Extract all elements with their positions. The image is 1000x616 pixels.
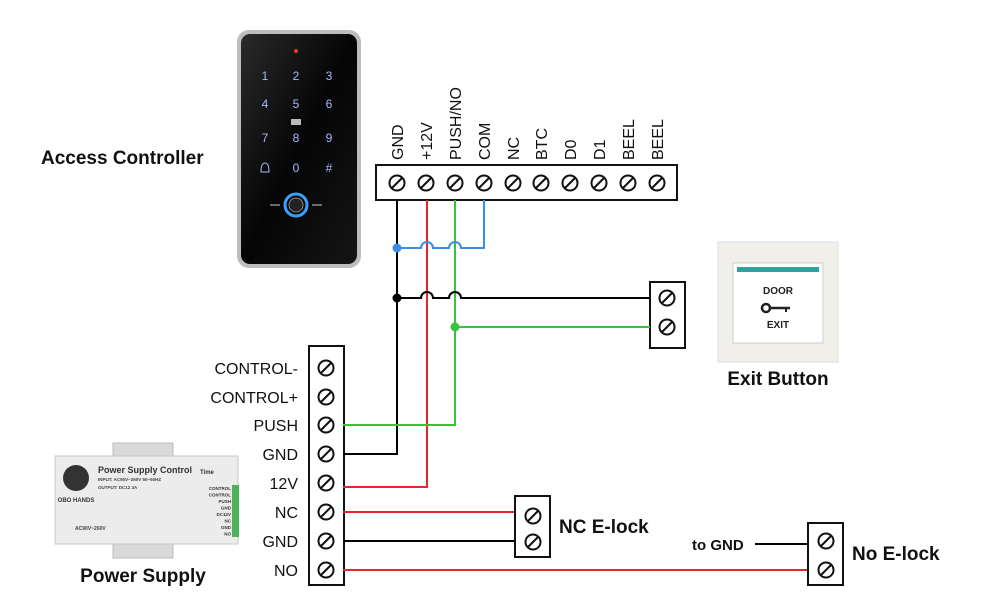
device-terminal-text: CONTROL — [209, 486, 231, 491]
exit-button-device: DOOR EXIT — [717, 241, 839, 363]
device-brand-text: OBO HANDS — [58, 498, 95, 504]
terminal-label: BEEL — [650, 119, 667, 160]
brand-hand-logo — [63, 465, 89, 491]
to-gnd-note: to GND — [692, 537, 744, 554]
keypad-key: 3 — [326, 69, 333, 83]
device-terminal-text: GND — [221, 525, 232, 530]
keypad-key: 8 — [293, 131, 300, 145]
screw-terminal-icon — [417, 174, 435, 192]
screw-terminal-icon — [619, 174, 637, 192]
no-elock-label: No E-lock — [852, 544, 940, 565]
screw-terminal-icon — [658, 289, 676, 307]
exit-gnd-wire — [397, 291, 650, 299]
com-wire — [397, 200, 485, 249]
ps-terminal-label: 12V — [270, 476, 299, 493]
access-controller-label: Access Controller — [41, 148, 204, 169]
screw-terminal-icon — [504, 174, 522, 192]
gnd-wire — [343, 200, 398, 455]
device-time-text: Time — [200, 470, 215, 476]
screw-terminal-icon — [817, 532, 835, 550]
access-controller-keypad: 1 2 3 4 5 6 7 8 9 0 # — [237, 30, 361, 268]
exit-button-exit-text: EXIT — [767, 320, 789, 331]
terminal-label: +12V — [419, 122, 436, 160]
push-wire — [343, 200, 456, 426]
power-supply-label: Power Supply — [80, 566, 206, 587]
terminal-label: COM — [477, 123, 494, 160]
fingerprint-sensor-icon — [283, 192, 309, 218]
device-terminal-text: GND — [221, 506, 232, 511]
exit-button-label: Exit Button — [727, 369, 828, 390]
keypad-key: 1 — [262, 69, 269, 83]
ps-terminal-label: GND — [262, 447, 298, 464]
junction-dot — [450, 322, 460, 332]
nc-elock-label: NC E-lock — [559, 517, 649, 538]
screw-terminal-icon — [658, 318, 676, 336]
screw-terminal-icon — [317, 359, 335, 377]
device-terminal-text: DC12V — [216, 512, 231, 517]
ps-terminal-label: PUSH — [254, 418, 298, 435]
keypad-key: # — [326, 161, 333, 175]
terminal-label: BEEL — [621, 119, 638, 160]
screw-terminal-icon — [524, 507, 542, 525]
keypad-key: 4 — [262, 97, 269, 111]
screw-terminal-icon — [317, 561, 335, 579]
screw-terminal-icon — [532, 174, 550, 192]
keypad-key: 9 — [326, 131, 333, 145]
device-terminal-text: NC — [225, 519, 232, 524]
junction-dot — [392, 243, 402, 253]
key-icon — [760, 302, 790, 314]
ps-terminal-label: NC — [275, 505, 298, 522]
screw-terminal-icon — [648, 174, 666, 192]
device-terminal-text: CONTROL — [209, 493, 231, 498]
screw-terminal-icon — [317, 474, 335, 492]
screw-terminal-icon — [817, 561, 835, 579]
screw-terminal-icon — [446, 174, 464, 192]
power-supply-device: OBO HANDS Power Supply Control INPUT: AC… — [54, 442, 239, 559]
terminal-label: D1 — [592, 139, 609, 160]
screw-terminal-icon — [317, 532, 335, 550]
keypad-key: 5 — [293, 97, 300, 111]
device-output-text: OUTPUT: DC12 3A — [98, 485, 138, 490]
terminal-label: BTC — [534, 128, 551, 160]
terminal-label: NC — [506, 137, 523, 160]
ps-terminal-label: GND — [262, 534, 298, 551]
device-terminal-text: PUSH — [218, 499, 231, 504]
device-ac-text: AC90V~260V — [75, 526, 106, 532]
bell-icon — [260, 162, 270, 173]
keypad-key: 6 — [326, 97, 333, 111]
terminal-label: PUSH/NO — [448, 87, 465, 160]
terminal-label: GND — [390, 124, 407, 160]
screw-terminal-icon — [317, 388, 335, 406]
screw-terminal-icon — [388, 174, 406, 192]
ps-terminal-label: CONTROL- — [214, 361, 298, 378]
ps-terminal-label: CONTROL+ — [210, 390, 298, 407]
screw-terminal-icon — [590, 174, 608, 192]
exit-button-door-text: DOOR — [763, 286, 794, 297]
screw-terminal-icon — [317, 445, 335, 463]
ps-terminal-label: NO — [274, 563, 298, 580]
keypad-key: 0 — [293, 161, 300, 175]
screw-terminal-icon — [317, 416, 335, 434]
terminal-label: D0 — [563, 139, 580, 160]
device-terminal-text: NO — [224, 532, 231, 537]
device-input-text: INPUT: AC90V~260V 50~60HZ — [98, 477, 161, 482]
power-12v-wire — [343, 200, 428, 488]
device-title-text: Power Supply Control — [98, 465, 192, 475]
reader-led-icon — [294, 49, 298, 53]
screw-terminal-icon — [317, 503, 335, 521]
keypad-key: 7 — [262, 131, 269, 145]
card-icon — [291, 119, 301, 125]
screw-terminal-icon — [524, 533, 542, 551]
screw-terminal-icon — [475, 174, 493, 192]
junction-dot — [392, 293, 402, 303]
keypad-key: 2 — [293, 69, 300, 83]
screw-terminal-icon — [561, 174, 579, 192]
